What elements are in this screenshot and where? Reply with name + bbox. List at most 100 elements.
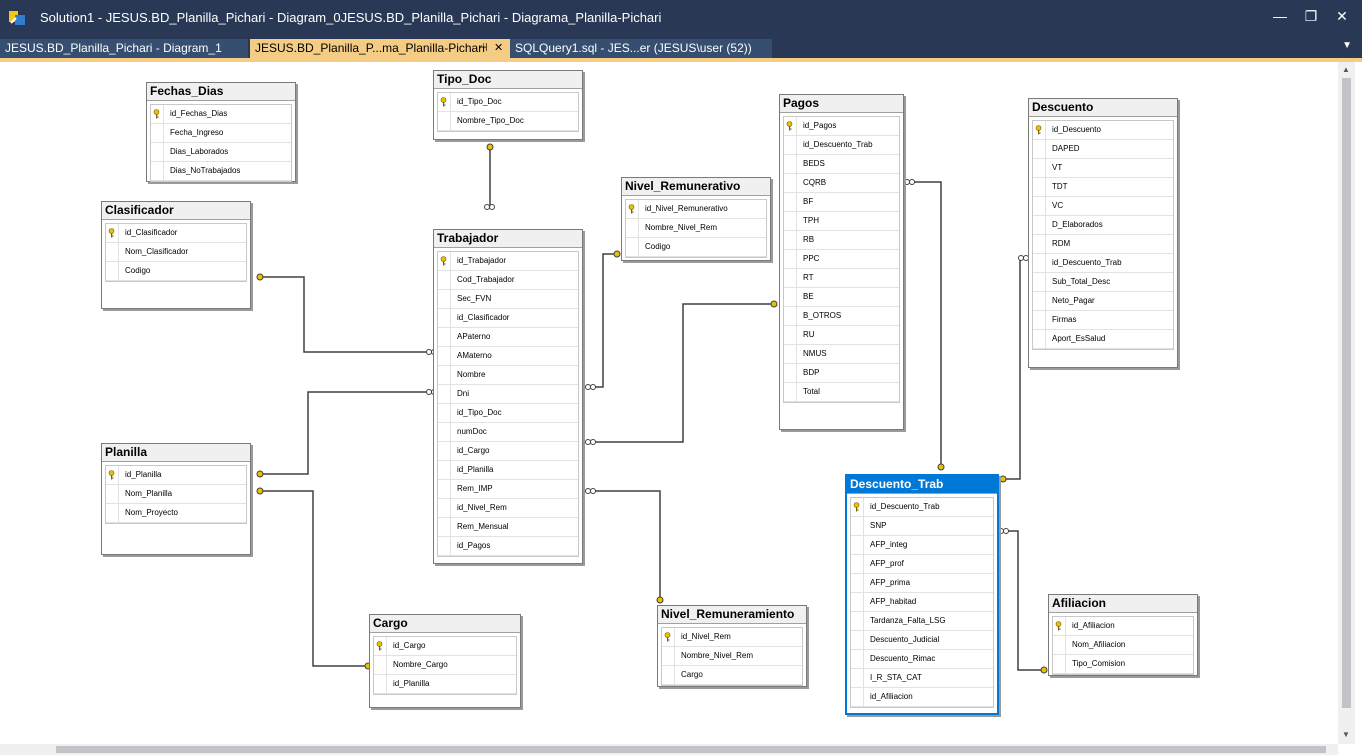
column-row[interactable]: Codigo [106,262,246,281]
column-row[interactable]: Cod_Trabajador [438,271,578,290]
column-row[interactable]: id_Clasificador [438,309,578,328]
table-planilla[interactable]: Planilla id_PlanillaNom_PlanillaNom_Proye… [101,443,251,555]
relationship-line[interactable] [260,491,368,666]
column-row[interactable]: CQRB [784,174,899,193]
column-row[interactable]: id_Tipo_Doc [438,93,578,112]
row-selector[interactable] [438,290,451,308]
column-row[interactable]: id_Trabajador [438,252,578,271]
column-row[interactable]: Dias_NoTrabajados [151,162,291,181]
column-row[interactable]: Fecha_Ingreso [151,124,291,143]
close-window-button[interactable]: ✕ [1332,6,1352,26]
column-row[interactable]: id_Descuento [1033,121,1173,140]
table-title[interactable]: Cargo [370,615,520,633]
row-selector[interactable] [438,442,451,460]
column-row[interactable]: id_Cargo [374,637,516,656]
row-selector[interactable] [374,656,387,674]
table-pagos[interactable]: Pagosid_Pagosid_Descuento_TrabBEDSCQRBBF… [779,94,904,430]
row-selector[interactable] [438,112,451,130]
column-row[interactable]: Tipo_Comision [1053,655,1193,674]
row-selector[interactable] [438,252,451,270]
column-row[interactable]: id_Afiliacion [1053,617,1193,636]
pin-tab-icon[interactable]: ⊣ [478,39,488,58]
column-row[interactable]: Cargo [662,666,802,685]
row-selector[interactable] [626,219,639,237]
row-selector[interactable] [784,117,797,135]
row-selector[interactable] [851,536,864,554]
row-selector[interactable] [438,93,451,111]
column-row[interactable]: Dias_Laborados [151,143,291,162]
column-row[interactable]: Descuento_Rimac [851,650,993,669]
row-selector[interactable] [106,262,119,280]
table-title[interactable]: Tipo_Doc [434,71,582,89]
column-row[interactable]: BDP [784,364,899,383]
table-title[interactable]: Nivel_Remuneramiento [658,606,806,624]
table-title[interactable]: Planilla [102,444,250,462]
row-selector[interactable] [851,688,864,706]
vertical-scrollbar[interactable]: ▲ ▼ [1338,62,1355,744]
row-selector[interactable] [784,155,797,173]
row-selector[interactable] [1033,330,1046,348]
row-selector[interactable] [374,675,387,693]
column-row[interactable]: id_Planilla [106,466,246,485]
row-selector[interactable] [1033,311,1046,329]
column-row[interactable]: id_Nivel_Remunerativo [626,200,766,219]
row-selector[interactable] [784,136,797,154]
column-row[interactable]: Nombre_Nivel_Rem [626,219,766,238]
row-selector[interactable] [151,143,164,161]
row-selector[interactable] [151,105,164,123]
column-row[interactable]: Nombre_Tipo_Doc [438,112,578,131]
column-row[interactable]: id_Descuento_Trab [1033,254,1173,273]
row-selector[interactable] [438,537,451,555]
row-selector[interactable] [851,517,864,535]
row-selector[interactable] [784,212,797,230]
row-selector[interactable] [784,307,797,325]
column-row[interactable]: Rem_Mensual [438,518,578,537]
column-row[interactable]: id_Cargo [438,442,578,461]
column-row[interactable]: Nombre [438,366,578,385]
row-selector[interactable] [438,328,451,346]
column-row[interactable]: APaterno [438,328,578,347]
column-row[interactable]: DAPED [1033,140,1173,159]
row-selector[interactable] [151,124,164,142]
row-selector[interactable] [1033,159,1046,177]
column-row[interactable]: id_Pagos [784,117,899,136]
column-row[interactable]: RU [784,326,899,345]
column-row[interactable]: numDoc [438,423,578,442]
tab-sqlquery1[interactable]: SQLQuery1.sql - JES...er (JESUS\user (52… [510,39,772,58]
table-trabajador[interactable]: Trabajadorid_TrabajadorCod_TrabajadorSec… [433,229,583,564]
table-nivel-remuneramiento[interactable]: Nivel_Remuneramientoid_Nivel_RemNombre_N… [657,605,807,687]
row-selector[interactable] [438,309,451,327]
column-row[interactable]: TDT [1033,178,1173,197]
column-row[interactable]: Codigo [626,238,766,257]
row-selector[interactable] [784,345,797,363]
row-selector[interactable] [851,631,864,649]
column-row[interactable]: id_Pagos [438,537,578,556]
row-selector[interactable] [662,666,675,684]
column-row[interactable]: id_Fechas_Dias [151,105,291,124]
relationship-line[interactable] [1004,531,1044,670]
vertical-scroll-thumb[interactable] [1342,78,1351,708]
column-row[interactable]: Total [784,383,899,402]
row-selector[interactable] [851,669,864,687]
row-selector[interactable] [106,243,119,261]
row-selector[interactable] [1033,254,1046,272]
column-row[interactable]: Tardanza_Falta_LSG [851,612,993,631]
column-row[interactable]: I_R_STA_CAT [851,669,993,688]
column-row[interactable]: Nom_Planilla [106,485,246,504]
row-selector[interactable] [851,612,864,630]
row-selector[interactable] [784,250,797,268]
table-title[interactable]: Nivel_Remunerativo [622,178,770,196]
column-row[interactable]: Neto_Pagar [1033,292,1173,311]
table-title[interactable]: Afiliacion [1049,595,1197,613]
column-row[interactable]: AMaterno [438,347,578,366]
column-row[interactable]: Sec_FVN [438,290,578,309]
relationship-line[interactable] [1003,258,1024,479]
column-row[interactable]: id_Clasificador [106,224,246,243]
column-row[interactable]: Nom_Proyecto [106,504,246,523]
row-selector[interactable] [784,364,797,382]
row-selector[interactable] [151,162,164,180]
row-selector[interactable] [438,347,451,365]
column-row[interactable]: BE [784,288,899,307]
row-selector[interactable] [1053,617,1066,635]
column-row[interactable]: Dni [438,385,578,404]
